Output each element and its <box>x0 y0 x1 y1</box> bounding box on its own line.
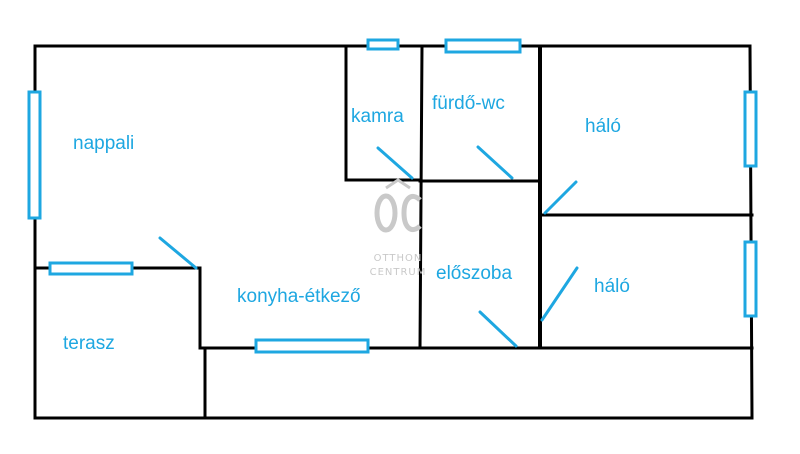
door-kamra <box>376 146 414 180</box>
outer-walls <box>33 44 754 420</box>
watermark-line2: CENTRUM <box>370 267 427 278</box>
room-labels: nappali kamra fürdő-wc háló háló előszob… <box>63 93 630 354</box>
room-label-halo-1: háló <box>585 116 621 137</box>
doors <box>158 145 579 348</box>
door-eloszoba <box>478 310 518 348</box>
door-halo-top <box>543 180 578 215</box>
watermark-logo: OTTHON CENTRUM <box>370 178 427 278</box>
logo-c-icon <box>401 194 422 232</box>
window-konyha <box>254 338 370 354</box>
room-label-konyha-etkezo: konyha-étkező <box>237 286 361 307</box>
window-furdo <box>444 38 522 54</box>
windows <box>27 38 758 354</box>
room-label-furdo-wc: fürdő-wc <box>432 93 505 114</box>
door-halo-bottom <box>540 266 579 322</box>
window-kamra <box>366 38 400 51</box>
room-label-kamra: kamra <box>351 106 404 127</box>
room-label-halo-2: háló <box>594 276 630 297</box>
room-label-eloszoba: előszoba <box>436 263 512 284</box>
logo-roof-icon <box>385 178 411 190</box>
room-label-nappali: nappali <box>73 133 134 154</box>
window-nappali <box>27 90 42 220</box>
room-label-terasz: terasz <box>63 333 115 354</box>
logo-o-icon <box>374 193 398 233</box>
window-terasz-door <box>48 261 134 276</box>
watermark-line1: OTTHON <box>374 253 423 264</box>
window-halo-top <box>743 90 758 168</box>
door-nappali <box>158 236 198 270</box>
window-halo-bottom <box>743 240 758 318</box>
interior-walls <box>33 44 754 420</box>
door-furdo <box>476 145 514 180</box>
